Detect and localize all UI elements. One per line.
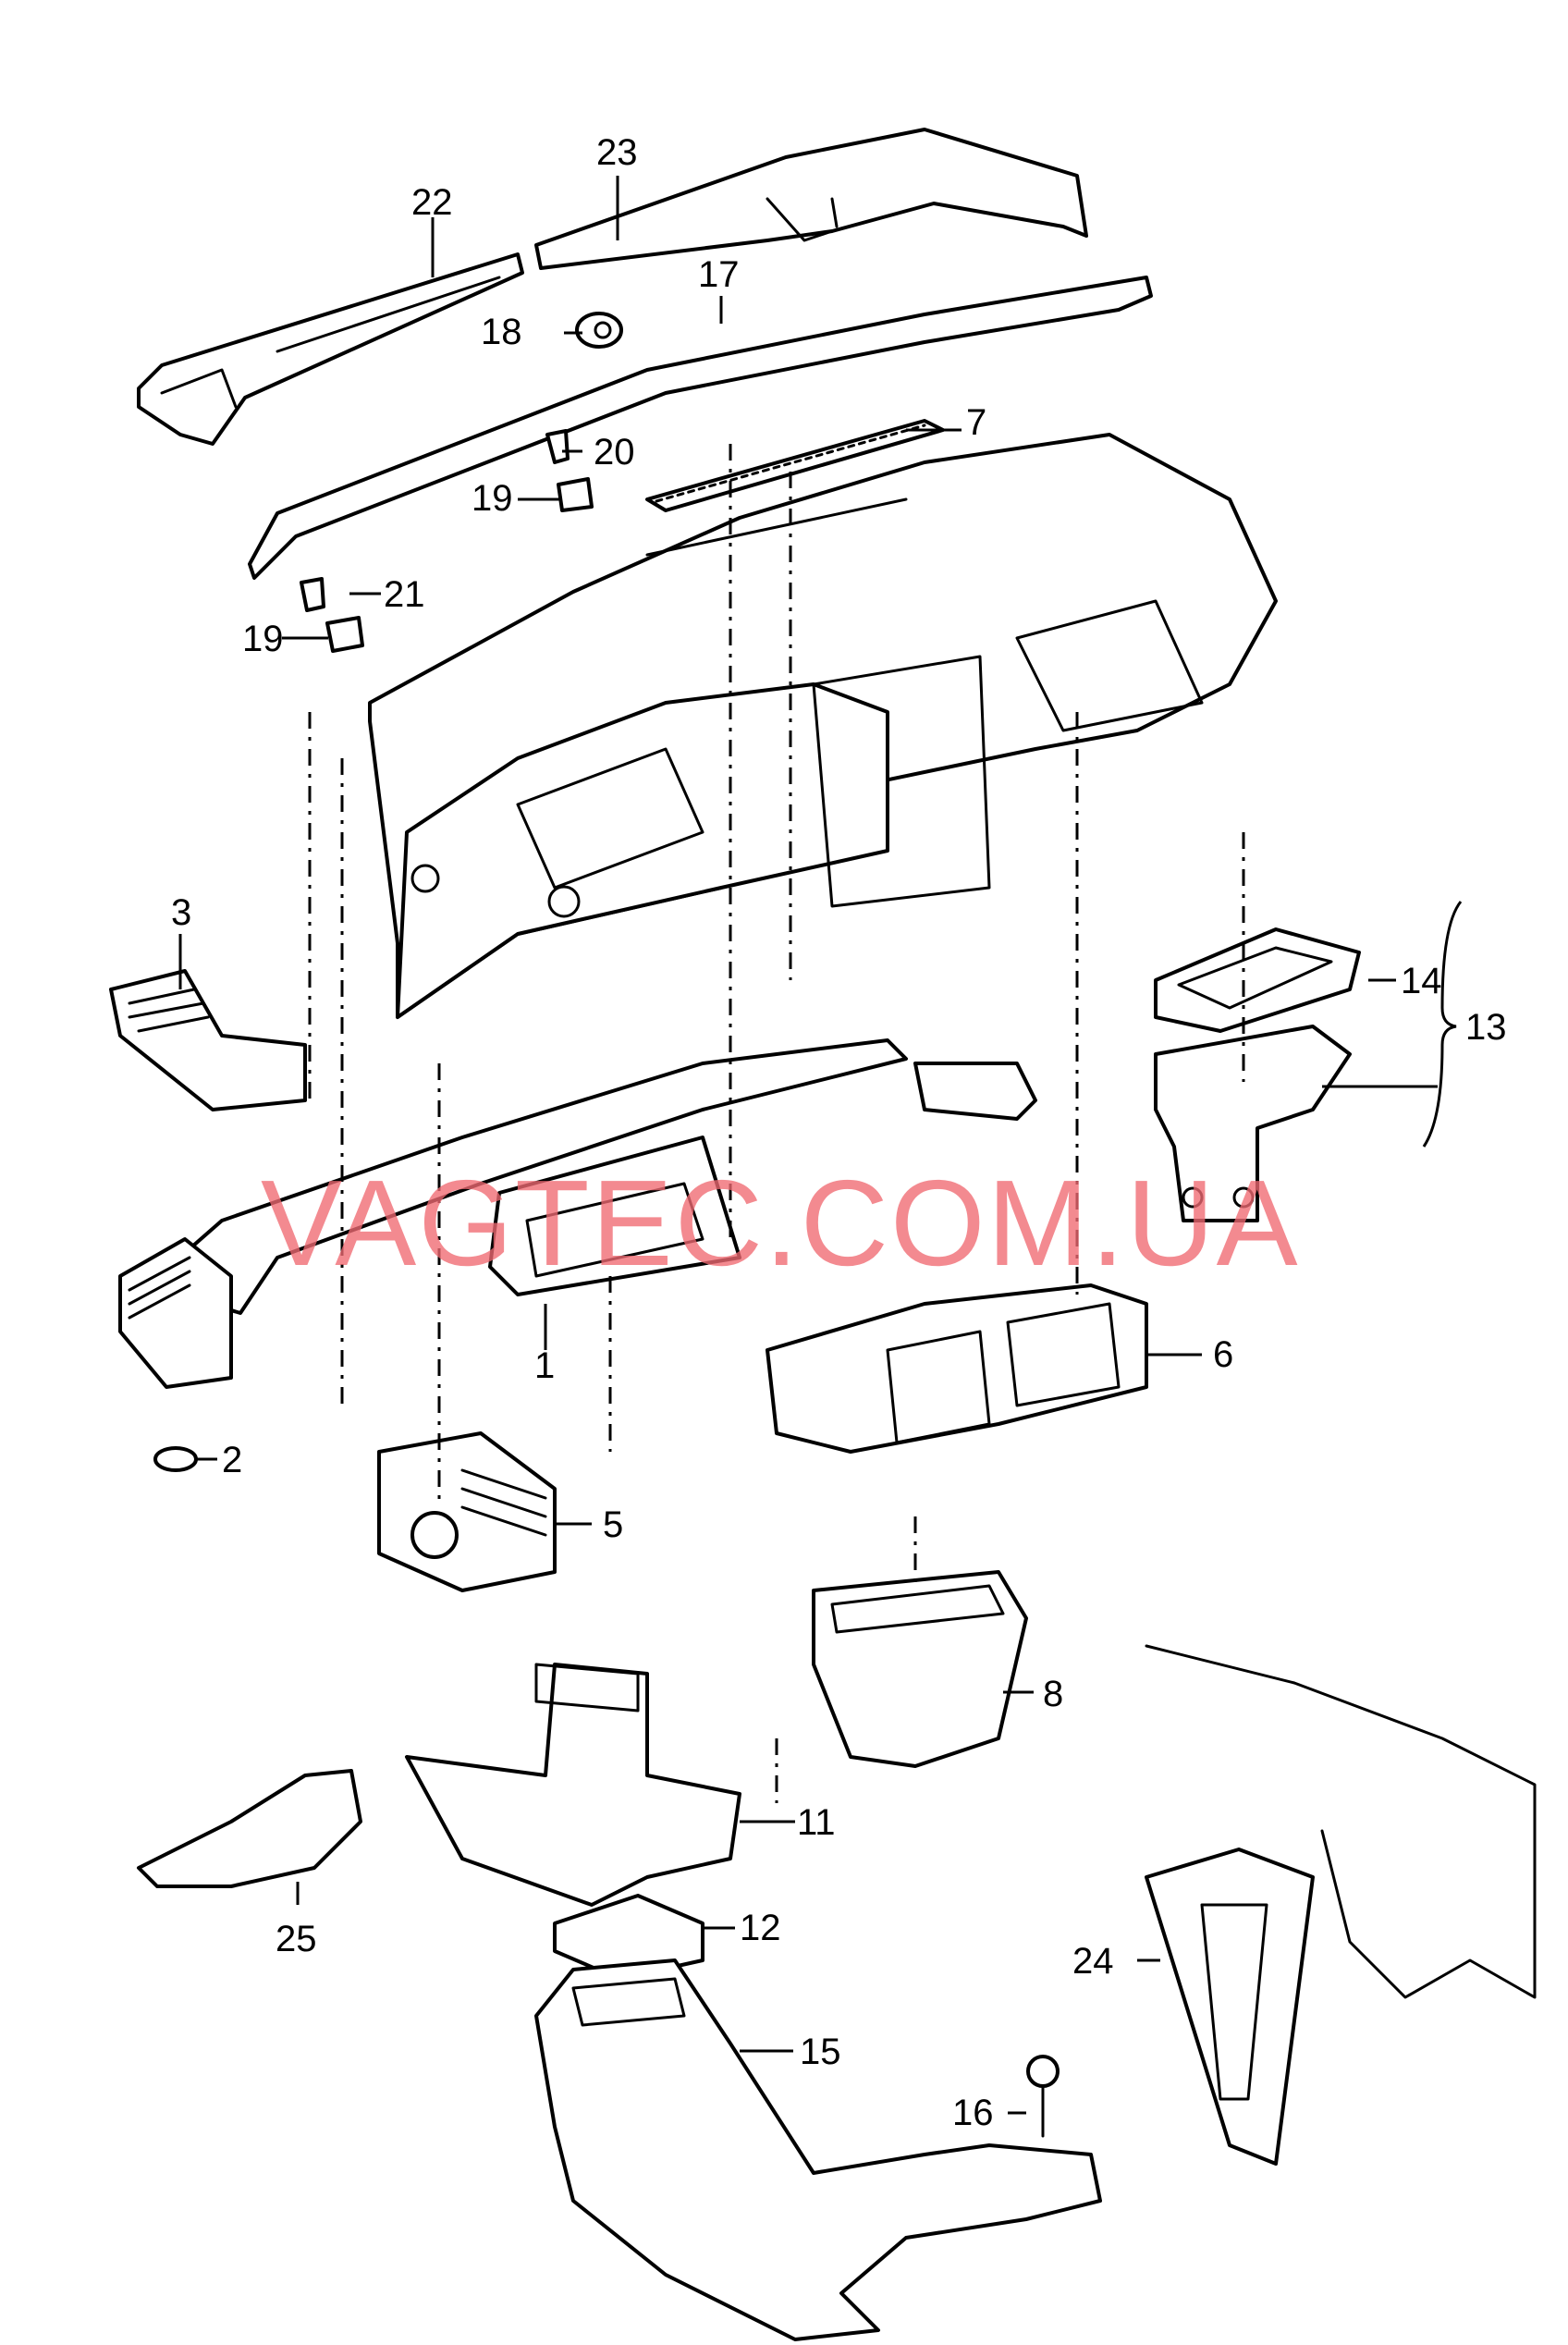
left-vent-cluster <box>118 1237 233 1389</box>
callout-5: 5 <box>603 1504 623 1545</box>
gasket-14 <box>1154 927 1361 1033</box>
callout-1: 1 <box>534 1345 555 1386</box>
callout-7: 7 <box>966 402 986 443</box>
callout-labels: 22 23 17 18 7 20 19 21 19 3 14 13 1 6 2 … <box>171 132 1507 2133</box>
callout-17: 17 <box>698 254 740 295</box>
console-duct-15 <box>534 1958 1102 2341</box>
clip-21 <box>300 577 325 612</box>
callout-19-b: 19 <box>242 619 284 659</box>
callout-22: 22 <box>411 182 453 223</box>
floor-vent-8 <box>812 1570 1028 1768</box>
side-panel <box>1145 1644 1537 1999</box>
dashboard-top-trim <box>248 276 1153 580</box>
callout-3: 3 <box>171 892 191 933</box>
leader-lines <box>178 176 1463 2115</box>
callout-15: 15 <box>800 2032 841 2072</box>
clip-20 <box>545 429 570 464</box>
gasket-12 <box>553 1894 704 1981</box>
side-vent-duct-3 <box>109 969 307 1111</box>
callout-11: 11 <box>797 1802 836 1843</box>
callout-6: 6 <box>1213 1334 1233 1375</box>
callout-21: 21 <box>384 574 425 615</box>
clip-19-a <box>557 477 594 512</box>
dashboard-main <box>368 433 1278 1019</box>
screw-16 <box>1026 2055 1060 2138</box>
watermark-text: VAGTEC.COM.UA <box>261 1155 1300 1291</box>
callout-12: 12 <box>740 1908 781 1948</box>
callout-25: 25 <box>276 1919 317 1959</box>
floor-duct-25 <box>137 1769 362 1888</box>
callout-8: 8 <box>1043 1674 1063 1714</box>
cover-strip-right <box>534 128 1088 270</box>
side-vent-13 <box>1154 1025 1352 1222</box>
cover-strip-left <box>137 252 524 446</box>
callout-20: 20 <box>594 432 635 473</box>
callout-24: 24 <box>1072 1941 1114 1982</box>
nut-2 <box>153 1446 198 1472</box>
vent-5 <box>377 1431 557 1592</box>
callout-19-a: 19 <box>472 478 513 519</box>
center-vent-6 <box>766 1283 1148 1454</box>
callout-13: 13 <box>1465 1007 1507 1048</box>
callout-23: 23 <box>596 132 638 173</box>
callout-18: 18 <box>481 312 522 352</box>
clip-18 <box>575 312 623 349</box>
callout-2: 2 <box>222 1440 242 1480</box>
rear-duct-11 <box>405 1663 741 1907</box>
bracket-24 <box>1145 1848 1315 2166</box>
callout-16: 16 <box>952 2093 994 2133</box>
callout-14: 14 <box>1401 961 1442 1001</box>
clip-19-b <box>325 616 364 653</box>
assembly-lines <box>308 444 1245 1803</box>
